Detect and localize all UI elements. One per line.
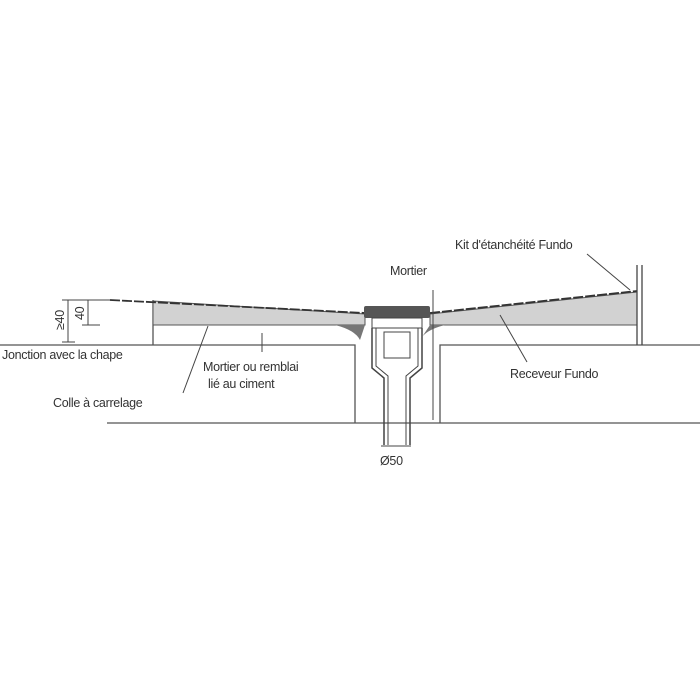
label-diameter: Ø50 <box>380 454 403 468</box>
label-kit-etancheite: Kit d'étanchéité Fundo <box>455 238 573 252</box>
tray-right-slab <box>429 291 638 326</box>
wall <box>636 265 643 345</box>
label-dim-total: ≥40 <box>53 310 67 330</box>
label-dim-slab: 40 <box>73 306 87 320</box>
dimension-lines <box>62 299 411 447</box>
label-lie-ciment: lié au ciment <box>208 377 275 391</box>
label-receveur: Receveur Fundo <box>510 367 599 381</box>
mortar-left <box>335 325 365 340</box>
leader-lines <box>182 253 631 394</box>
label-colle-carrelage: Colle à carrelage <box>53 396 143 410</box>
floor-left-block <box>0 344 356 423</box>
drain <box>364 290 434 445</box>
tile-surface-left <box>109 299 366 314</box>
floor-right-block <box>439 344 700 423</box>
label-jonction: Jonction avec la chape <box>2 348 123 362</box>
label-mortier: Mortier <box>390 264 427 278</box>
tile-surface-right <box>429 290 638 314</box>
floor-structure <box>0 300 700 424</box>
label-mortier-remblai: Mortier ou remblai <box>203 360 298 374</box>
